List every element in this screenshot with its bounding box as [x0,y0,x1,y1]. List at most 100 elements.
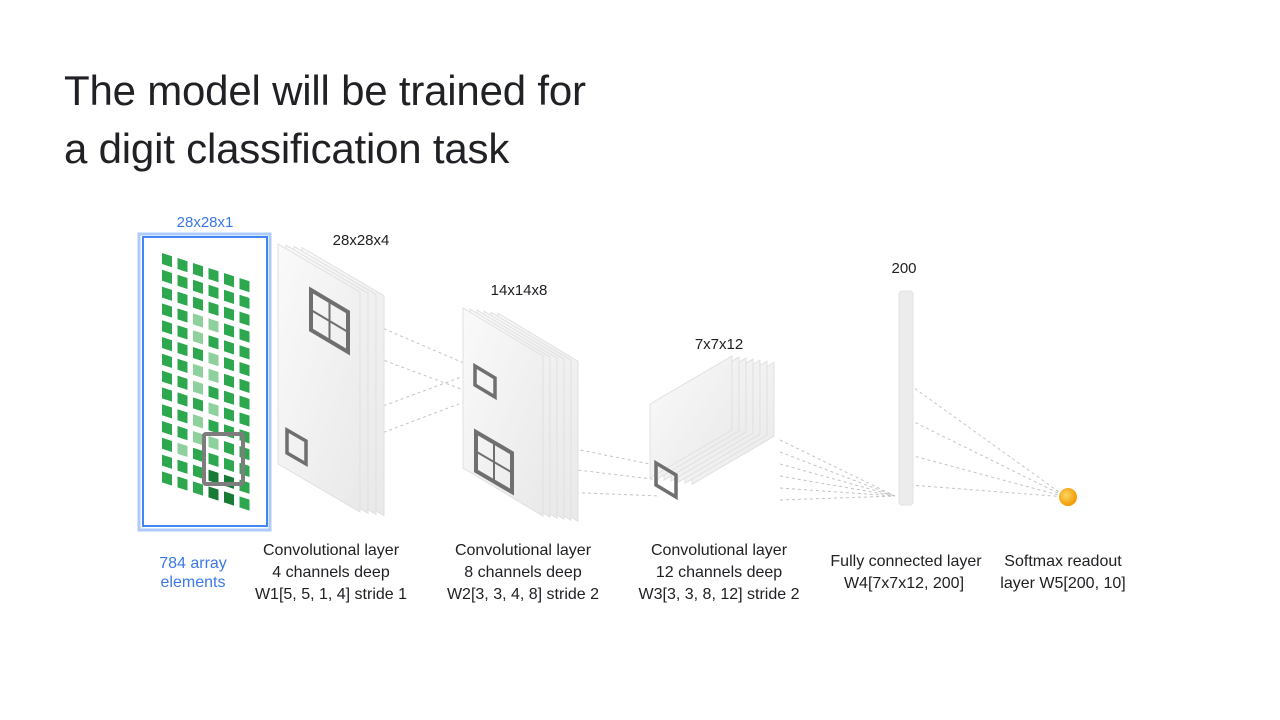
conv-layer-1-dims-label: 28x28x4 [333,232,390,249]
softmax-output-node [1059,488,1077,506]
input-pixel-cell [239,278,250,293]
input-pixel-cell [224,289,234,305]
input-caption-line-1: 784 array [159,555,227,572]
input-pixel-cell [224,306,234,321]
input-pixel-cell [177,308,188,323]
conv-layer-1-caption-line-3: W1[5, 5, 1, 4] stride 1 [255,586,407,603]
input-pixel-cell [224,441,234,456]
input-pixel-cell [208,301,219,316]
input-pixel-cell [193,464,203,479]
conv-layer-3-feature-maps [649,355,775,486]
input-pixel-cell [193,447,203,463]
input-pixel-cell [239,294,250,310]
slide-title-line-2: a digit classification task [64,125,510,172]
input-pixel-cell [177,409,188,424]
input-pixel-cell [239,328,250,343]
input-pixel-cell [162,286,172,301]
input-pixel-cell [208,486,219,501]
input-pixel-cell [208,368,219,384]
input-pixel-cell [162,454,172,469]
conv-layer-1-caption-line-1: Convolutional layer [263,542,400,559]
input-pixel-cell [162,437,172,453]
input-pixel-cell [208,419,219,434]
feature-map-sheet [649,355,733,479]
input-pixel-cell [193,481,203,496]
conv-layer-2-caption-line-3: W2[3, 3, 4, 8] stride 2 [447,586,599,603]
slide-title-line-1: The model will be trained for [64,67,586,114]
conv-layer-2-kernel-large [474,428,514,496]
input-pixel-cell [162,269,172,285]
input-pixel-cell [162,337,172,352]
input-pixel-cell [208,385,219,400]
input-pixel-cell [224,457,234,473]
conv-layer-3-dims-label: 7x7x12 [695,336,743,353]
input-pixel-cell [193,330,203,345]
fully-connected-bar [898,290,914,506]
input-pixel-cell [177,459,188,474]
input-pixel-cell [162,253,172,268]
input-pixel-cell [177,392,188,407]
softmax-caption-line-1: Softmax readout [1004,553,1122,570]
input-pixel-cell [208,402,219,417]
input-pixel-cell [177,274,188,290]
slide-title: The model will be trained for a digit cl… [64,62,586,178]
input-pixel-cell [162,353,172,369]
input-pixel-cell [177,358,188,374]
input-pixel-cell [193,263,203,278]
input-pixel-cell [177,375,188,390]
conv-layer-3-caption-line-3: W3[3, 3, 8, 12] stride 2 [639,586,800,603]
conv-layer-2-caption-line-2: 8 channels deep [464,564,582,581]
input-pixel-cell [224,491,234,506]
input-pixel-cell [177,342,188,357]
input-pixel-cell [193,363,203,379]
input-pixel-cell [239,345,250,360]
input-pixel-cell [177,291,188,306]
conv-layer-1-feature-maps [277,243,385,517]
input-pixel-cell [224,340,234,355]
input-layer: 28x28x1 784 array elements [137,214,272,591]
input-pixel-cell [208,284,219,300]
input-pixel-cell [224,323,234,338]
input-pixel-cell [208,352,219,367]
input-pixel-cell [224,373,234,389]
input-pixel-cell [208,335,219,350]
input-pixel-cell [177,426,188,441]
input-pixel-cell [224,357,234,372]
conv-layer-3-kernel [654,459,678,501]
conv-layer-1-kernel-large [309,286,350,356]
conv-layer-3: 7x7x12 Convolutional layer 12 channels d… [639,336,800,603]
input-pixel-cell [193,347,203,362]
input-pixel-cell [208,268,219,283]
input-pixel-cell [239,395,250,410]
input-pixel-cell [162,421,172,436]
input-dims-label: 28x28x1 [177,214,234,231]
conv-layer-2-kernel-small [473,362,497,401]
conv-layer-3-caption-line-2: 12 channels deep [656,564,782,581]
input-pixel-cell [239,412,250,427]
input-pixel-cell [239,362,250,377]
conv-layer-2: 14x14x8 Convolutional layer 8 channels d… [447,282,599,603]
input-pixel-cell [208,436,219,451]
input-pixel-cell [193,397,203,412]
input-pixel-cell [239,496,250,511]
input-pixel-cell [239,378,250,394]
input-pixel-cell [193,313,203,328]
conv-layer-2-feature-maps [462,307,579,523]
fully-connected-caption-line-1: Fully connected layer [830,553,982,570]
fully-connected-dims-label: 200 [891,260,916,277]
input-pixel-cell [224,273,234,288]
input-caption-line-2: elements [161,574,226,591]
input-pixel-cell [193,414,203,429]
input-pixel-cell [177,442,188,458]
feature-map-sheet [277,243,361,513]
fully-connected-layer: 200 Fully connected layer W4[7x7x12, 200… [830,260,982,592]
input-pixel-cell [177,325,188,340]
input-pixel-cell [193,431,203,446]
softmax-readout-layer: Softmax readout layer W5[200, 10] [1000,488,1126,592]
input-pixel-cell [177,476,188,491]
input-pixel-cell [208,452,219,468]
input-pixel-cell [208,469,219,484]
input-pixel-cell [162,387,172,402]
input-pixel-cell [162,320,172,335]
